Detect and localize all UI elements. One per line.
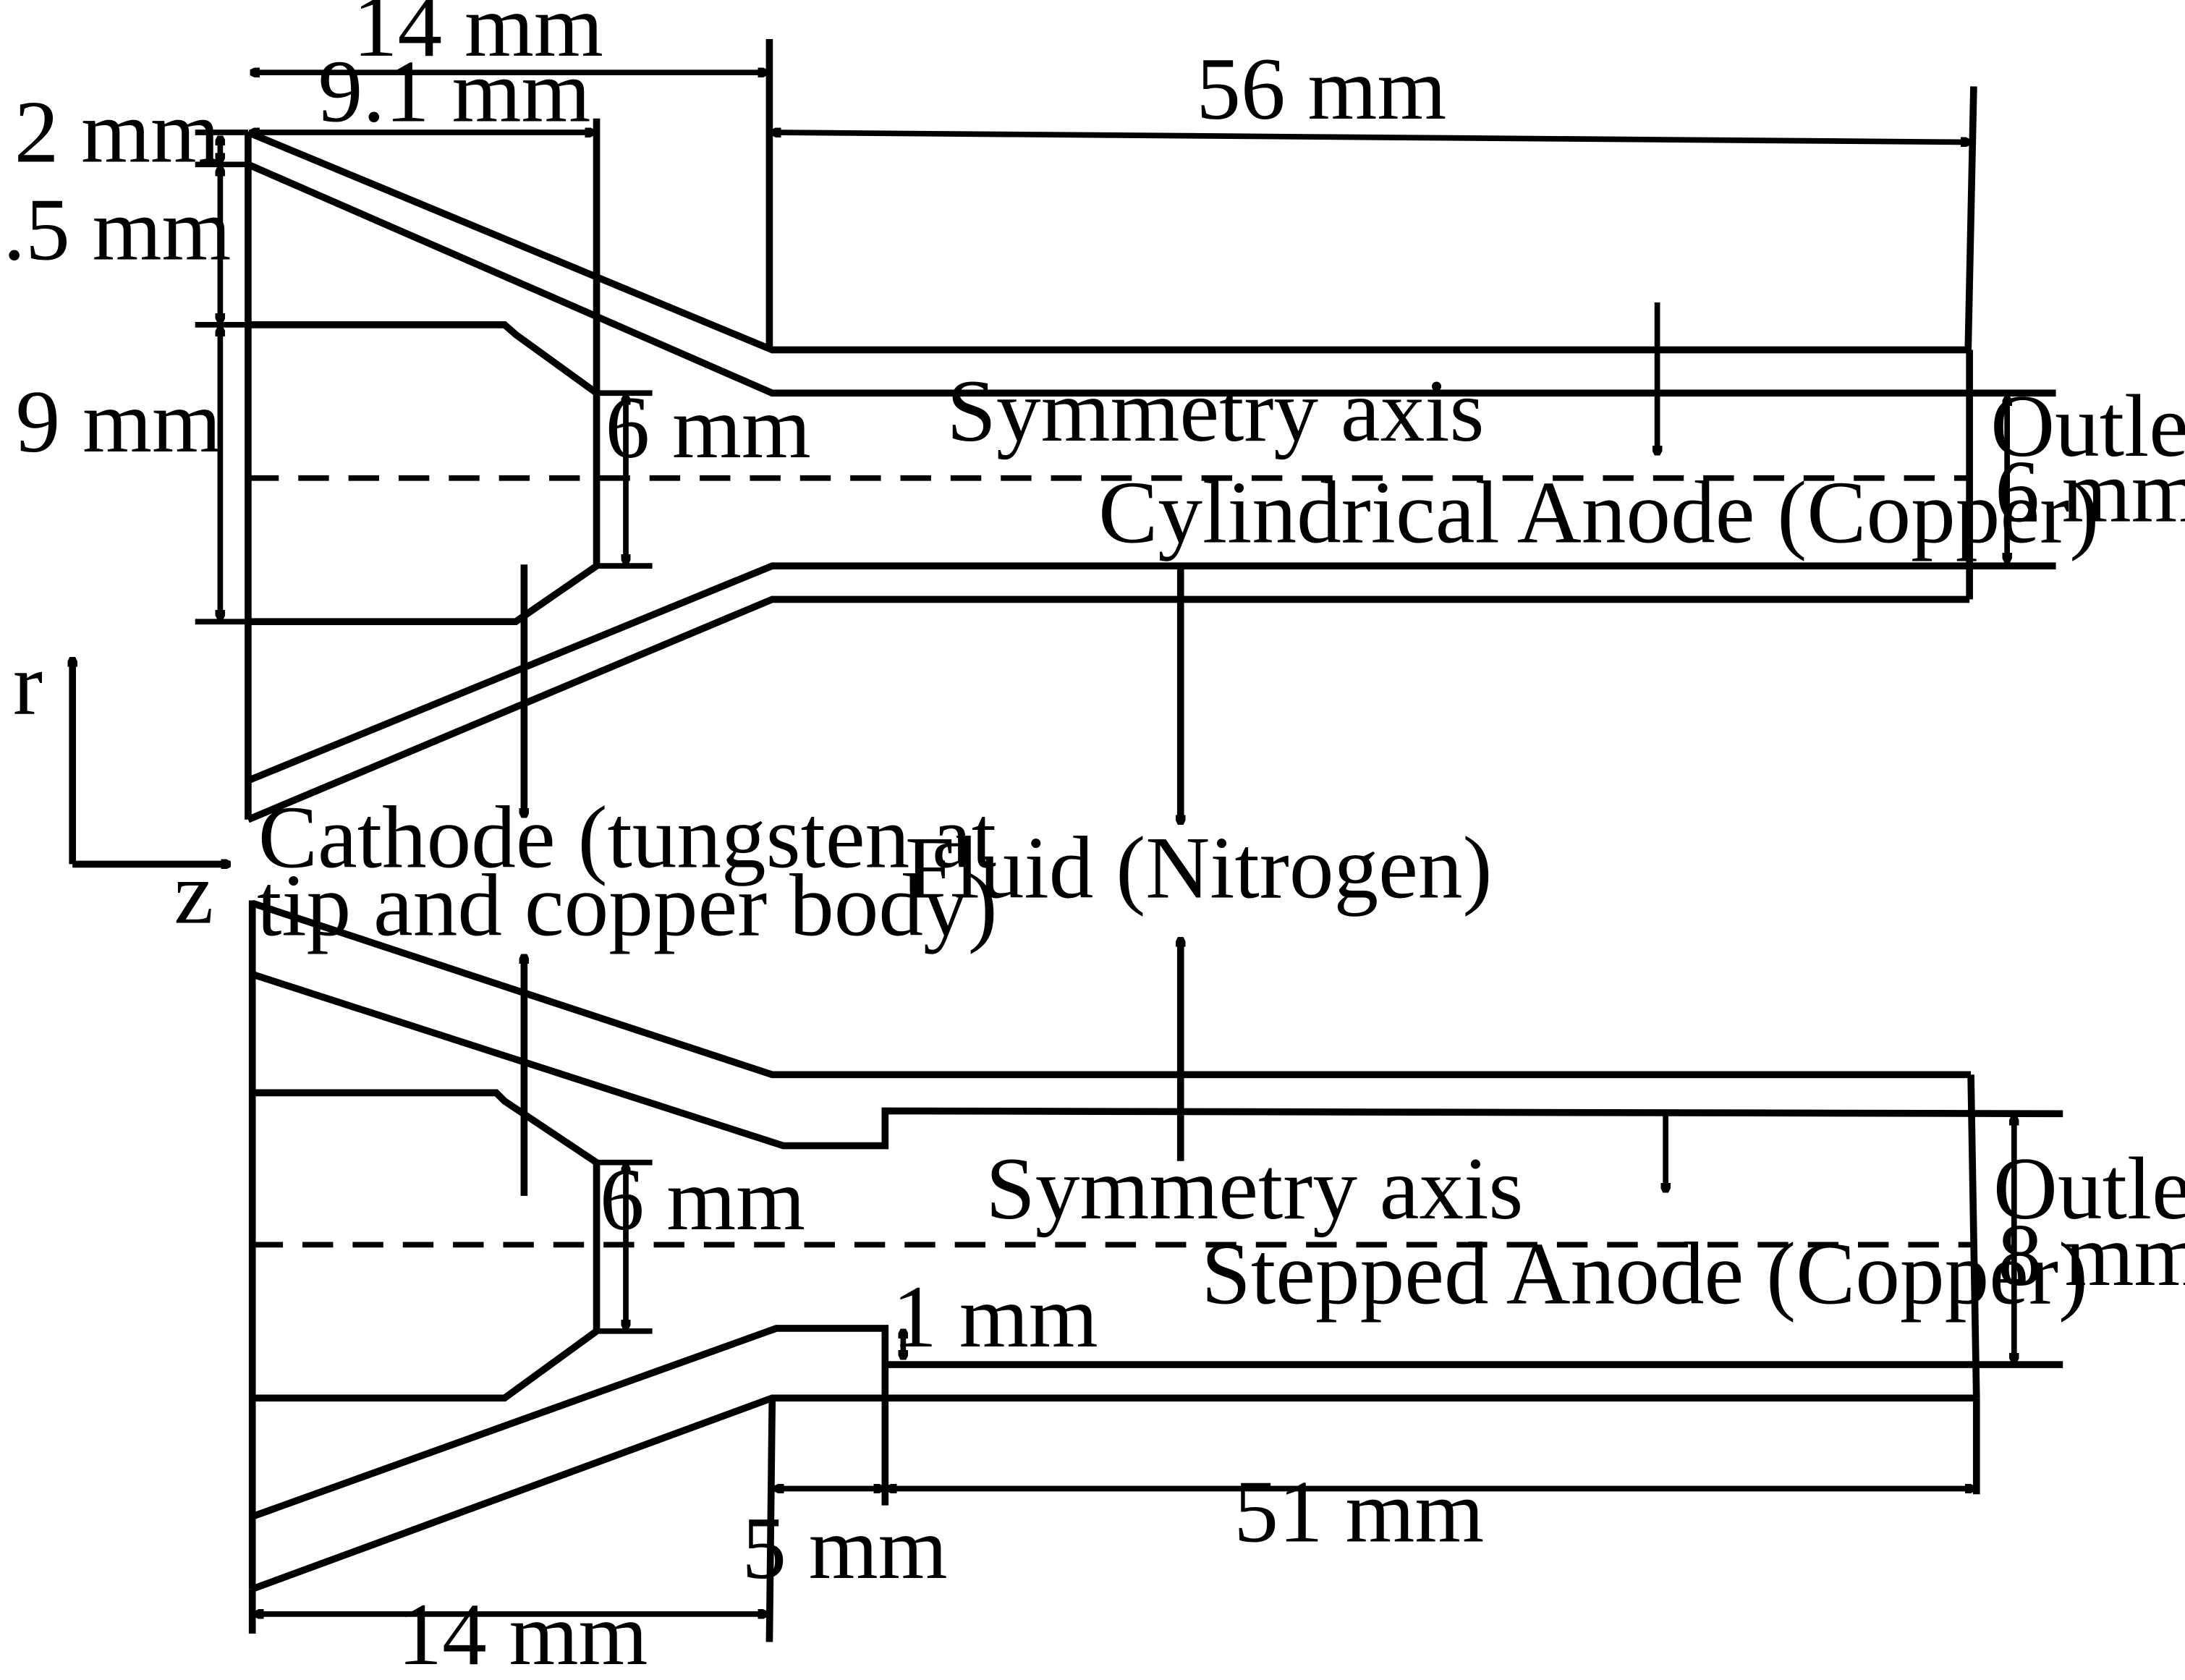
cylindrical-anode-geometry: 14 mm 9.1 mm 56 mm 2 mm 2.5 mm 9 mm 6 mm… [0, 0, 2185, 823]
label-cathode-line2: tip and copper body) [257, 856, 998, 955]
stepped-anode-outer-wall-upper [251, 899, 1972, 1079]
stepped-anode-inner-wall-lower [251, 1325, 2063, 1520]
z-axis-label: z [174, 843, 213, 942]
label-symmetry-axis-top: Symmetry axis [946, 361, 1484, 460]
stepped-cathode-upper-profile [252, 1089, 599, 1166]
label-outlet-size-8mm: 8 mm [1998, 1205, 2185, 1304]
label-fluid: Fluid (Nitrogen) [905, 818, 1493, 917]
label-51mm: 51 mm [1234, 1462, 1484, 1561]
label-14mm-bottom: 14 mm [397, 1584, 648, 1680]
shared-callouts: Cathode (tungsten at tip and copper body… [257, 564, 1493, 1196]
label-outlet-top: Outlet [1990, 376, 2185, 475]
anode-outer-wall-lower [247, 595, 1970, 823]
anode-outer-wall-upper [247, 129, 1969, 354]
r-axis-label: r [13, 634, 43, 733]
dim-arrow-56mm [772, 132, 1969, 142]
stepped-cathode-lower-profile [252, 1328, 599, 1402]
label-2-5mm: 2.5 mm [0, 179, 231, 279]
dim-extension-outlet [1964, 86, 1977, 350]
label-2mm: 2 mm [14, 82, 220, 181]
dim-extension-step-left [765, 1398, 776, 1642]
label-symmetry-axis-bottom: Symmetry axis [985, 1139, 1523, 1238]
label-56mm: 56 mm [1196, 39, 1446, 138]
stepped-anode-geometry: 6 mm Symmetry axis Stepped Anode (Copper… [248, 899, 2185, 1680]
label-5mm: 5 mm [742, 1498, 947, 1598]
label-14mm-top: 14 mm [353, 0, 603, 75]
label-throat-6mm: 6 mm [606, 378, 811, 477]
anode-inner-wall-upper [246, 161, 2056, 397]
stepped-outlet-boundary [1967, 1074, 1980, 1399]
anode-inner-wall-lower [247, 562, 2056, 784]
label-9-1mm: 9.1 mm [318, 42, 591, 141]
cathode-upper-profile [247, 321, 599, 396]
label-outlet-bottom: Outlet [1993, 1139, 2185, 1238]
label-stepped-anode: Stepped Anode (Copper) [1201, 1223, 2088, 1323]
coordinate-axes: r z [13, 634, 230, 942]
label-cylindrical-anode: Cylindrical Anode (Copper) [1098, 462, 2099, 561]
label-stepped-throat-6mm: 6 mm [600, 1150, 805, 1249]
label-9mm: 9 mm [16, 372, 221, 471]
label-step-1mm: 1 mm [892, 1267, 1098, 1366]
stepped-anode-inner-wall-upper [251, 971, 2063, 1150]
label-cathode-line1: Cathode (tungsten at [258, 787, 996, 886]
cathode-lower-profile [247, 563, 599, 626]
label-outlet-size-6mm: 6 mm [1995, 442, 2185, 541]
